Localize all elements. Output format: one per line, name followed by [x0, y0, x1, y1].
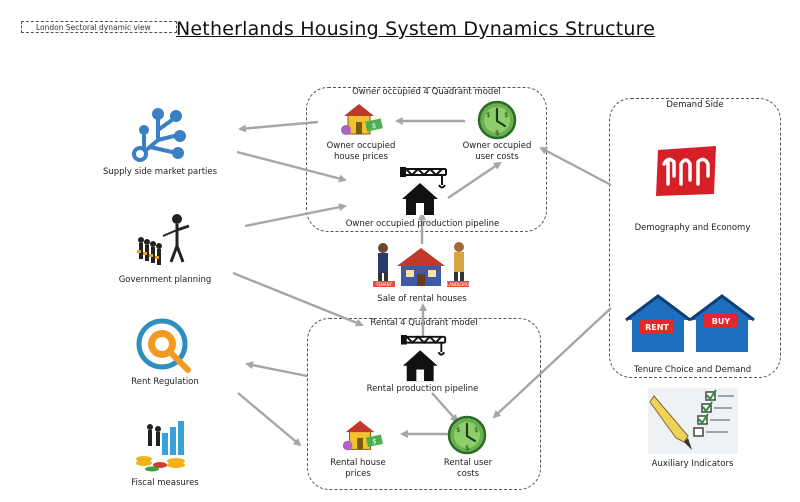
svg-text:$: $ [474, 426, 478, 434]
rent-regulation-label: Rent Regulation [131, 377, 199, 387]
arrow-pipeline-to-rental-costs [431, 392, 459, 423]
arrow-owner-to-supply [238, 120, 319, 133]
clock-money-icon: $ $ $ [477, 100, 517, 140]
rent-sign: RENT [645, 323, 669, 332]
owner-pipeline-label: Owner occupied production pipeline [345, 219, 500, 229]
svg-text:$: $ [465, 444, 469, 452]
arrow-government-to-owner-pipeline [244, 203, 347, 228]
government-planning-icon [137, 214, 190, 265]
fiscal-measures-label: Fiscal measures [131, 478, 199, 488]
owner-user-costs-line1: Owner occupied [462, 141, 532, 151]
crane-house-icon [400, 167, 447, 215]
rental-user-costs-line1: Rental user [443, 458, 493, 468]
owner-quadrant-title: Owner occupied 4 Quadrant model [352, 87, 501, 97]
tenant-landlord-icon: TENANT LANDLORD [373, 242, 469, 287]
arrow-tenure-to-rental-costs [492, 307, 612, 419]
rental-user-costs-line2: costs [456, 468, 480, 479]
svg-text:$: $ [495, 129, 499, 137]
rental-house-prices-icon: $ [342, 420, 383, 451]
svg-text:$: $ [372, 122, 376, 130]
auxiliary-label: Auxiliary Indicators [651, 459, 734, 469]
vs-sign: vs. [686, 324, 694, 330]
svg-text:$: $ [372, 438, 376, 446]
owner-user-costs-label: Owner occupied user costs [452, 141, 542, 162]
rent-vs-buy-icon: RENT BUY vs. [625, 294, 755, 352]
demand-side-panel: Demand Side [609, 98, 781, 378]
rental-user-costs-label: Rental user costs [428, 458, 508, 479]
house-prices-icon: $ [341, 104, 383, 135]
tenant-sign: TENANT [375, 282, 393, 287]
demography-label: Demography and Economy [634, 223, 751, 233]
network-icon [132, 108, 186, 162]
rental-house-prices-line1: Rental house [330, 458, 386, 468]
sale-rental-label: Sale of rental houses [377, 294, 467, 304]
arrow-government-to-rental [232, 271, 364, 327]
arrow-demography-to-owner-costs [539, 146, 612, 187]
svg-text:$: $ [456, 426, 460, 434]
owner-house-prices-label: Owner occupied house prices [316, 141, 406, 162]
view-tag: London Sectoral dynamic view [21, 21, 177, 33]
arrow-supply-to-owner-prices [236, 150, 347, 183]
svg-text:$: $ [504, 111, 508, 119]
rental-house-prices-line2: prices [345, 468, 371, 479]
diagram-title: Netherlands Housing System Dynamics Stru… [176, 18, 656, 40]
tenure-label: Tenure Choice and Demand [633, 365, 752, 375]
owner-house-prices-line2: house prices [334, 151, 388, 162]
owner-quadrant-panel: Owner occupied 4 Quadrant model [306, 87, 547, 232]
rental-house-prices-label: Rental house prices [318, 458, 398, 479]
rental-pipeline-label: Rental production pipeline [366, 384, 479, 394]
rental-clock-money-icon: $ $ $ [447, 415, 487, 455]
checklist-icon [648, 388, 738, 454]
rent-regulation-icon [136, 318, 191, 373]
fiscal-measures-icon [136, 421, 185, 472]
sale-rental-illustration: TENANT LANDLORD [371, 240, 471, 290]
supply-side-label: Supply side market parties [102, 167, 218, 177]
buy-sign: BUY [712, 317, 731, 326]
arrow-rental-to-rent-regulation [245, 361, 308, 378]
arrow-pipeline-to-owner-costs [447, 161, 502, 199]
demography-logo-icon [656, 146, 716, 196]
owner-house-prices-line1: Owner occupied [326, 141, 396, 151]
owner-user-costs-line2: user costs [475, 151, 519, 162]
svg-text:$: $ [486, 111, 490, 119]
arrow-fiscal-to-rental-prices [237, 392, 302, 447]
rental-crane-house-icon [400, 334, 447, 382]
demand-side-title: Demand Side [666, 100, 724, 110]
landlord-sign: LANDLORD [447, 282, 469, 287]
government-planning-label: Government planning [118, 275, 212, 285]
